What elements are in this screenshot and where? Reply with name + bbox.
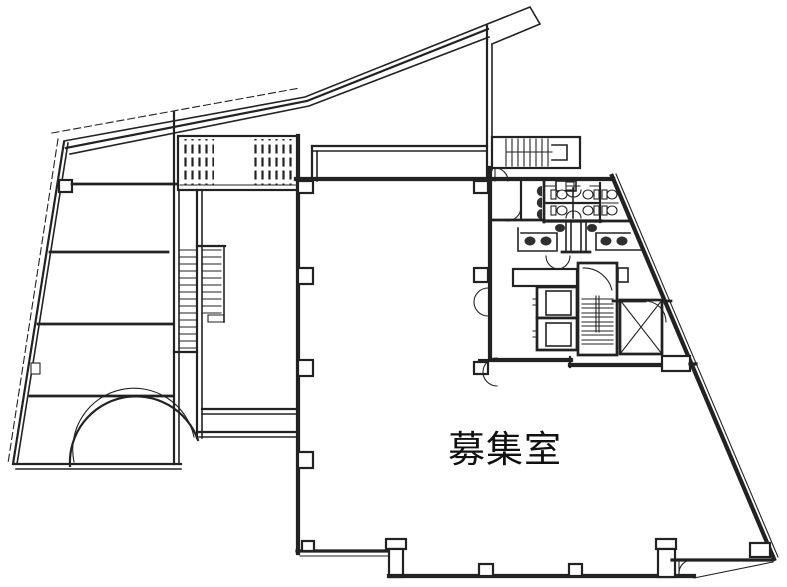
core-south-wall: [488, 354, 698, 373]
sink-fixture: [616, 236, 628, 246]
restrooms: [487, 165, 644, 362]
west-stairs: [172, 110, 227, 466]
elevator-shafts: [532, 285, 579, 352]
main-hall-walls: [293, 133, 779, 579]
sink-fixture: [540, 236, 552, 246]
balcony-hatch: [176, 134, 300, 192]
left-wing: [28, 178, 180, 398]
curved-wall: [68, 387, 200, 468]
upper-terrace-wall: [310, 144, 489, 183]
duct-shaft: [611, 298, 673, 356]
core-stairwell: [576, 261, 629, 357]
urinal-fixtures: [536, 186, 542, 220]
site-boundary: [7, 138, 183, 470]
north-stair: [490, 135, 582, 182]
sink-fixture: [600, 236, 612, 246]
room-label: 募集室: [448, 429, 562, 470]
corridor-links: [197, 407, 299, 438]
sink-fixture: [524, 236, 536, 246]
